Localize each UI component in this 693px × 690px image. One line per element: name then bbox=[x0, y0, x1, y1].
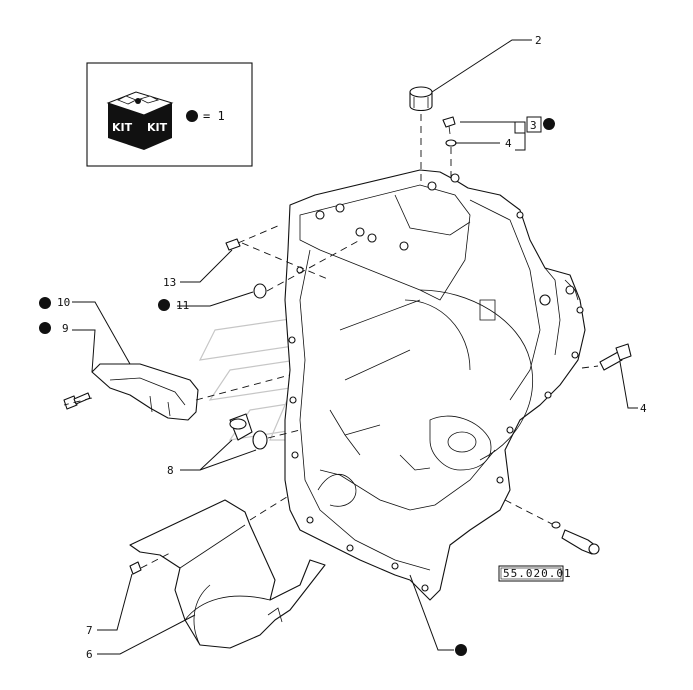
kit-legend: KIT KIT = 1 bbox=[86, 62, 253, 167]
kit-box-icon bbox=[106, 91, 174, 150]
callout-8: 8 bbox=[167, 464, 174, 477]
sensor bbox=[551, 521, 600, 555]
kit-legend-text: = 1 bbox=[203, 109, 225, 123]
kit-dot-10 bbox=[39, 297, 51, 309]
breather-cap bbox=[409, 86, 433, 112]
callout-6: 6 bbox=[86, 648, 93, 661]
kit-dot-3 bbox=[543, 118, 555, 130]
small-washer bbox=[445, 139, 457, 147]
drain-plug bbox=[229, 413, 268, 450]
kit-dot-symbol bbox=[186, 110, 198, 122]
plate-bolt bbox=[63, 392, 91, 410]
kit-dot-11 bbox=[158, 299, 170, 311]
reference-box: 55.020.01 bbox=[498, 565, 572, 582]
reference-box-text: 55.020.01 bbox=[503, 567, 572, 580]
cover-plate bbox=[91, 363, 199, 421]
lower-guard bbox=[129, 499, 326, 649]
callout-13: 13 bbox=[163, 276, 176, 289]
kit-label-2: KIT bbox=[147, 121, 168, 134]
callout-11: 11 bbox=[176, 299, 189, 312]
guard-bolt bbox=[129, 561, 142, 575]
callout-4-top: 4 bbox=[505, 137, 512, 150]
kit-dot-9 bbox=[39, 322, 51, 334]
kit-dot-housing bbox=[455, 644, 467, 656]
banjo-bolt bbox=[442, 116, 456, 135]
housing-bolt-holes bbox=[288, 173, 584, 592]
callout-10: 10 bbox=[57, 296, 70, 309]
transmission-housing bbox=[284, 169, 586, 601]
callout-4-right: 4 bbox=[640, 402, 647, 415]
o-ring bbox=[253, 283, 267, 299]
dowel-pin bbox=[225, 238, 241, 251]
callout-3: 3 bbox=[530, 119, 537, 132]
assembly-lines bbox=[63, 114, 599, 569]
leader-lines bbox=[72, 39, 638, 655]
callout-3-box bbox=[526, 116, 542, 133]
kit-label-1: KIT bbox=[112, 121, 133, 134]
callout-bracket bbox=[515, 121, 526, 151]
side-bolt bbox=[599, 343, 632, 371]
callout-9: 9 bbox=[62, 322, 69, 335]
callout-7: 7 bbox=[86, 624, 93, 637]
callout-2: 2 bbox=[535, 34, 542, 47]
